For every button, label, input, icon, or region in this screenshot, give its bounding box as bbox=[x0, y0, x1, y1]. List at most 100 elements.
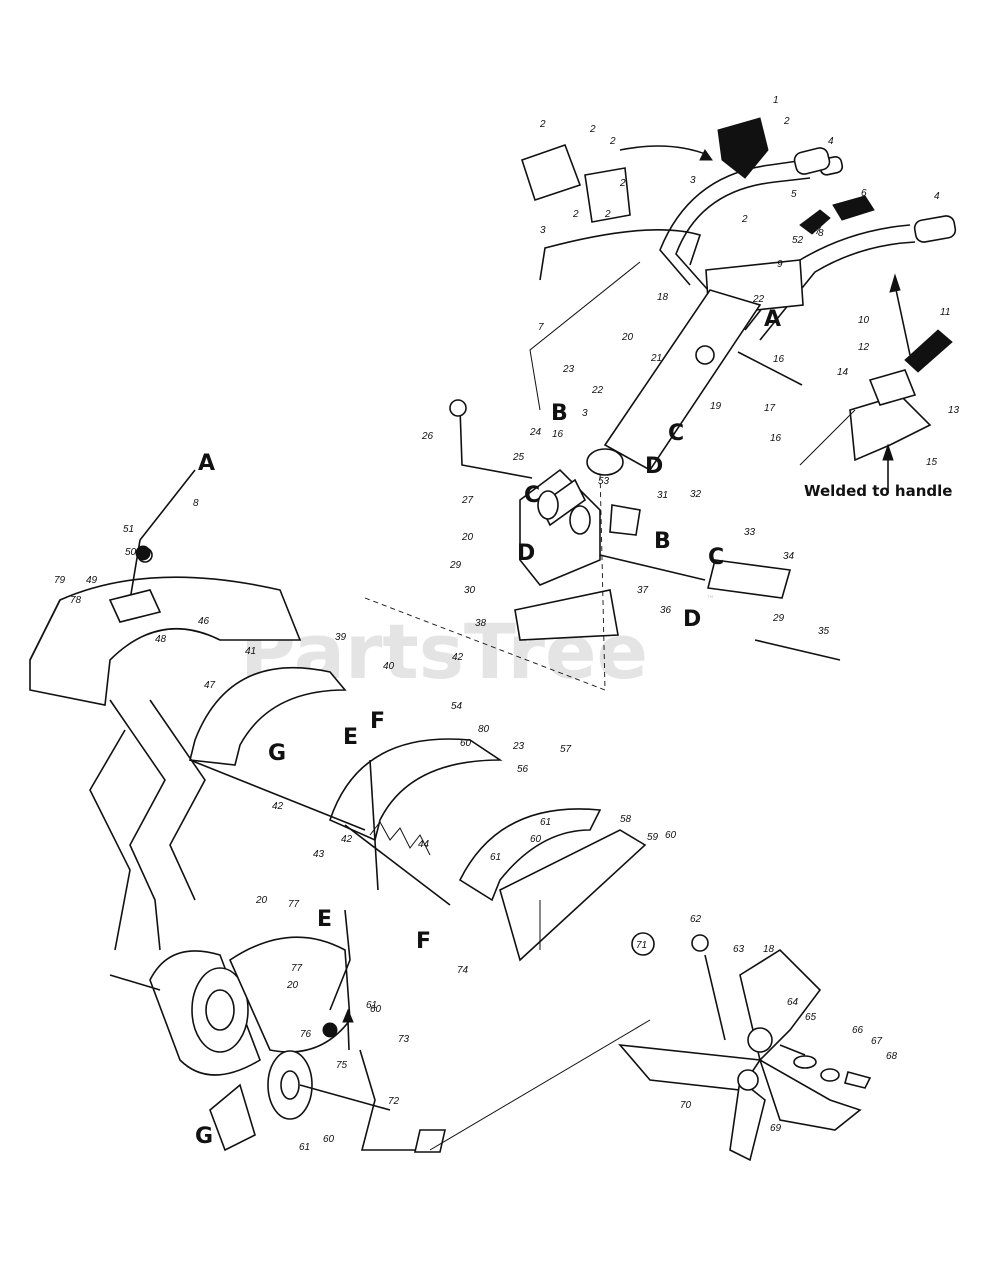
part-number: 68 bbox=[886, 1051, 898, 1062]
part-number: 3 bbox=[582, 408, 588, 419]
callout-d: D bbox=[683, 607, 701, 632]
part-number: 5 bbox=[791, 189, 797, 200]
callout-a: A bbox=[764, 307, 781, 332]
part-number: 60 bbox=[370, 1004, 382, 1015]
part-number: 67 bbox=[871, 1036, 883, 1047]
part-number: 2 bbox=[539, 119, 546, 130]
part-number: 61 bbox=[299, 1142, 310, 1153]
part-number: 80 bbox=[478, 724, 490, 735]
part-number: 22 bbox=[591, 385, 604, 396]
part-number: 75 bbox=[336, 1060, 348, 1071]
part-number: 2 bbox=[572, 209, 579, 220]
callout-c: C bbox=[708, 545, 724, 570]
part-number: 20 bbox=[286, 980, 299, 991]
part-number: 50 bbox=[125, 547, 137, 558]
part-number: 14 bbox=[837, 367, 849, 378]
part-number: 6 bbox=[861, 188, 867, 199]
part-number: 42 bbox=[341, 834, 353, 845]
part-number: 16 bbox=[773, 354, 785, 365]
watermark-trademark: ™ bbox=[706, 595, 715, 605]
part-number: 58 bbox=[620, 814, 632, 825]
part-number: 2 bbox=[619, 178, 626, 189]
callout-e: E bbox=[317, 907, 332, 932]
part-number: 17 bbox=[764, 403, 776, 414]
inset-marker: 71 bbox=[636, 940, 647, 951]
part-number: 37 bbox=[637, 585, 649, 596]
part-number: 31 bbox=[657, 490, 668, 501]
part-number: 77 bbox=[288, 899, 300, 910]
part-number: 56 bbox=[517, 764, 529, 775]
part-number: 30 bbox=[464, 585, 476, 596]
part-number: 19 bbox=[710, 401, 722, 412]
callout-b: B bbox=[551, 401, 568, 426]
part-number: 60 bbox=[460, 738, 472, 749]
part-number: 32 bbox=[690, 489, 702, 500]
part-number: 73 bbox=[398, 1034, 410, 1045]
part-number: 74 bbox=[457, 965, 469, 976]
part-number: 2 bbox=[741, 214, 748, 225]
part-number: 11 bbox=[940, 307, 950, 318]
callout-c: C bbox=[524, 483, 540, 508]
part-number: 39 bbox=[335, 632, 347, 643]
part-number: 16 bbox=[552, 429, 564, 440]
part-number: 23 bbox=[562, 364, 575, 375]
part-number: 35 bbox=[818, 626, 830, 637]
part-number: 2 bbox=[609, 136, 616, 147]
part-number: 16 bbox=[770, 433, 782, 444]
part-number: 24 bbox=[529, 427, 542, 438]
part-number: 1 bbox=[773, 95, 779, 106]
part-number: 20 bbox=[255, 895, 268, 906]
part-number: 70 bbox=[680, 1100, 692, 1111]
part-number: 23 bbox=[512, 741, 525, 752]
part-number: 4 bbox=[828, 136, 834, 147]
part-number: 49 bbox=[86, 575, 98, 586]
part-number: 36 bbox=[660, 605, 672, 616]
callout-b: B bbox=[654, 529, 671, 554]
part-number: 62 bbox=[690, 914, 702, 925]
part-number: 60 bbox=[530, 834, 542, 845]
transmission-assembly bbox=[109, 545, 651, 1153]
callout-labels: A A B B C C C D D D E E F F G G bbox=[195, 307, 781, 1149]
part-number: 60 bbox=[323, 1134, 335, 1145]
callout-e: E bbox=[343, 725, 358, 750]
part-number: 21 bbox=[650, 353, 662, 364]
part-number: 40 bbox=[383, 661, 395, 672]
part-number: 59 bbox=[647, 832, 659, 843]
part-number: 63 bbox=[733, 944, 745, 955]
callout-c: C bbox=[668, 421, 684, 446]
callout-f: F bbox=[416, 929, 431, 954]
depth-clamp-assembly bbox=[364, 399, 841, 691]
part-number: 27 bbox=[461, 495, 474, 506]
part-number: 43 bbox=[313, 849, 325, 860]
part-number: 54 bbox=[451, 701, 463, 712]
part-number: 25 bbox=[512, 452, 525, 463]
part-number: 69 bbox=[770, 1123, 782, 1134]
part-number: 20 bbox=[621, 332, 634, 343]
part-number: 42 bbox=[452, 652, 464, 663]
part-number: 64 bbox=[787, 997, 799, 1008]
part-number: 26 bbox=[421, 431, 434, 442]
part-number: 12 bbox=[858, 342, 870, 353]
part-number: 7 bbox=[538, 322, 544, 333]
part-number: 61 bbox=[366, 1000, 377, 1011]
part-number: 8 bbox=[193, 498, 199, 509]
part-number: 48 bbox=[155, 634, 167, 645]
tine-shield-assembly bbox=[29, 469, 647, 962]
part-number: 66 bbox=[852, 1025, 864, 1036]
part-number: 72 bbox=[388, 1096, 400, 1107]
part-number: 7 bbox=[815, 226, 821, 237]
part-number: 9 bbox=[777, 259, 783, 270]
welded-note: Welded to handle bbox=[804, 482, 952, 500]
part-number: 3 bbox=[540, 225, 546, 236]
part-number: 18 bbox=[657, 292, 669, 303]
part-number: 15 bbox=[926, 457, 938, 468]
part-number: 34 bbox=[783, 551, 795, 562]
part-number: 46 bbox=[198, 616, 210, 627]
part-number: 29 bbox=[449, 560, 462, 571]
part-number: 3 bbox=[690, 175, 696, 186]
part-number: 51 bbox=[123, 524, 134, 535]
part-number: 33 bbox=[744, 527, 756, 538]
part-number: 42 bbox=[272, 801, 284, 812]
part-number: 22 bbox=[752, 294, 765, 305]
part-number: 77 bbox=[291, 963, 303, 974]
